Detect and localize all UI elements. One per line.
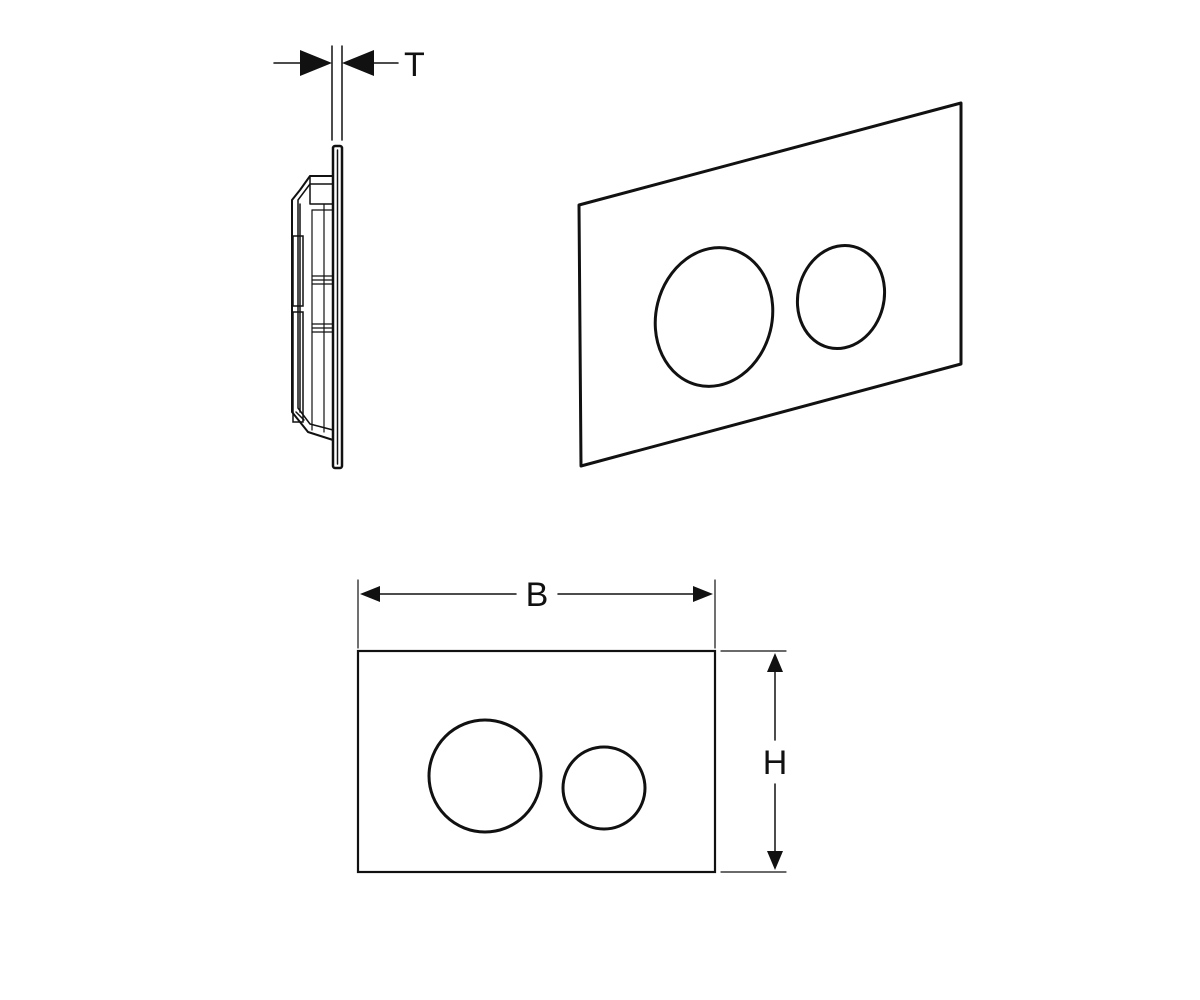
dimension-thickness: T	[273, 45, 425, 141]
plate-edge	[331, 144, 344, 470]
frame-clip-bottom	[292, 311, 304, 423]
front-plate	[356, 649, 717, 874]
dimension-height: H	[720, 650, 788, 873]
perspective-small-button	[795, 243, 887, 351]
arrow-right	[693, 586, 713, 602]
frame-clip-top	[292, 235, 304, 307]
perspective-large-button	[653, 246, 775, 388]
height-label: H	[763, 744, 788, 782]
dimension-width: B	[357, 576, 716, 649]
arrow-up	[767, 653, 783, 672]
arrow-right	[300, 50, 332, 76]
front-view: B H	[356, 576, 788, 874]
mounting-frame	[291, 175, 334, 441]
front-small-button	[561, 745, 647, 831]
thickness-label: T	[404, 46, 425, 84]
front-large-button	[427, 718, 543, 834]
width-label: B	[526, 576, 549, 614]
side-view: T	[273, 45, 425, 470]
perspective-plate	[577, 101, 963, 468]
arrow-left	[360, 586, 380, 602]
arrow-down	[767, 851, 783, 870]
arrow-left	[342, 50, 374, 76]
perspective-view	[577, 101, 963, 468]
